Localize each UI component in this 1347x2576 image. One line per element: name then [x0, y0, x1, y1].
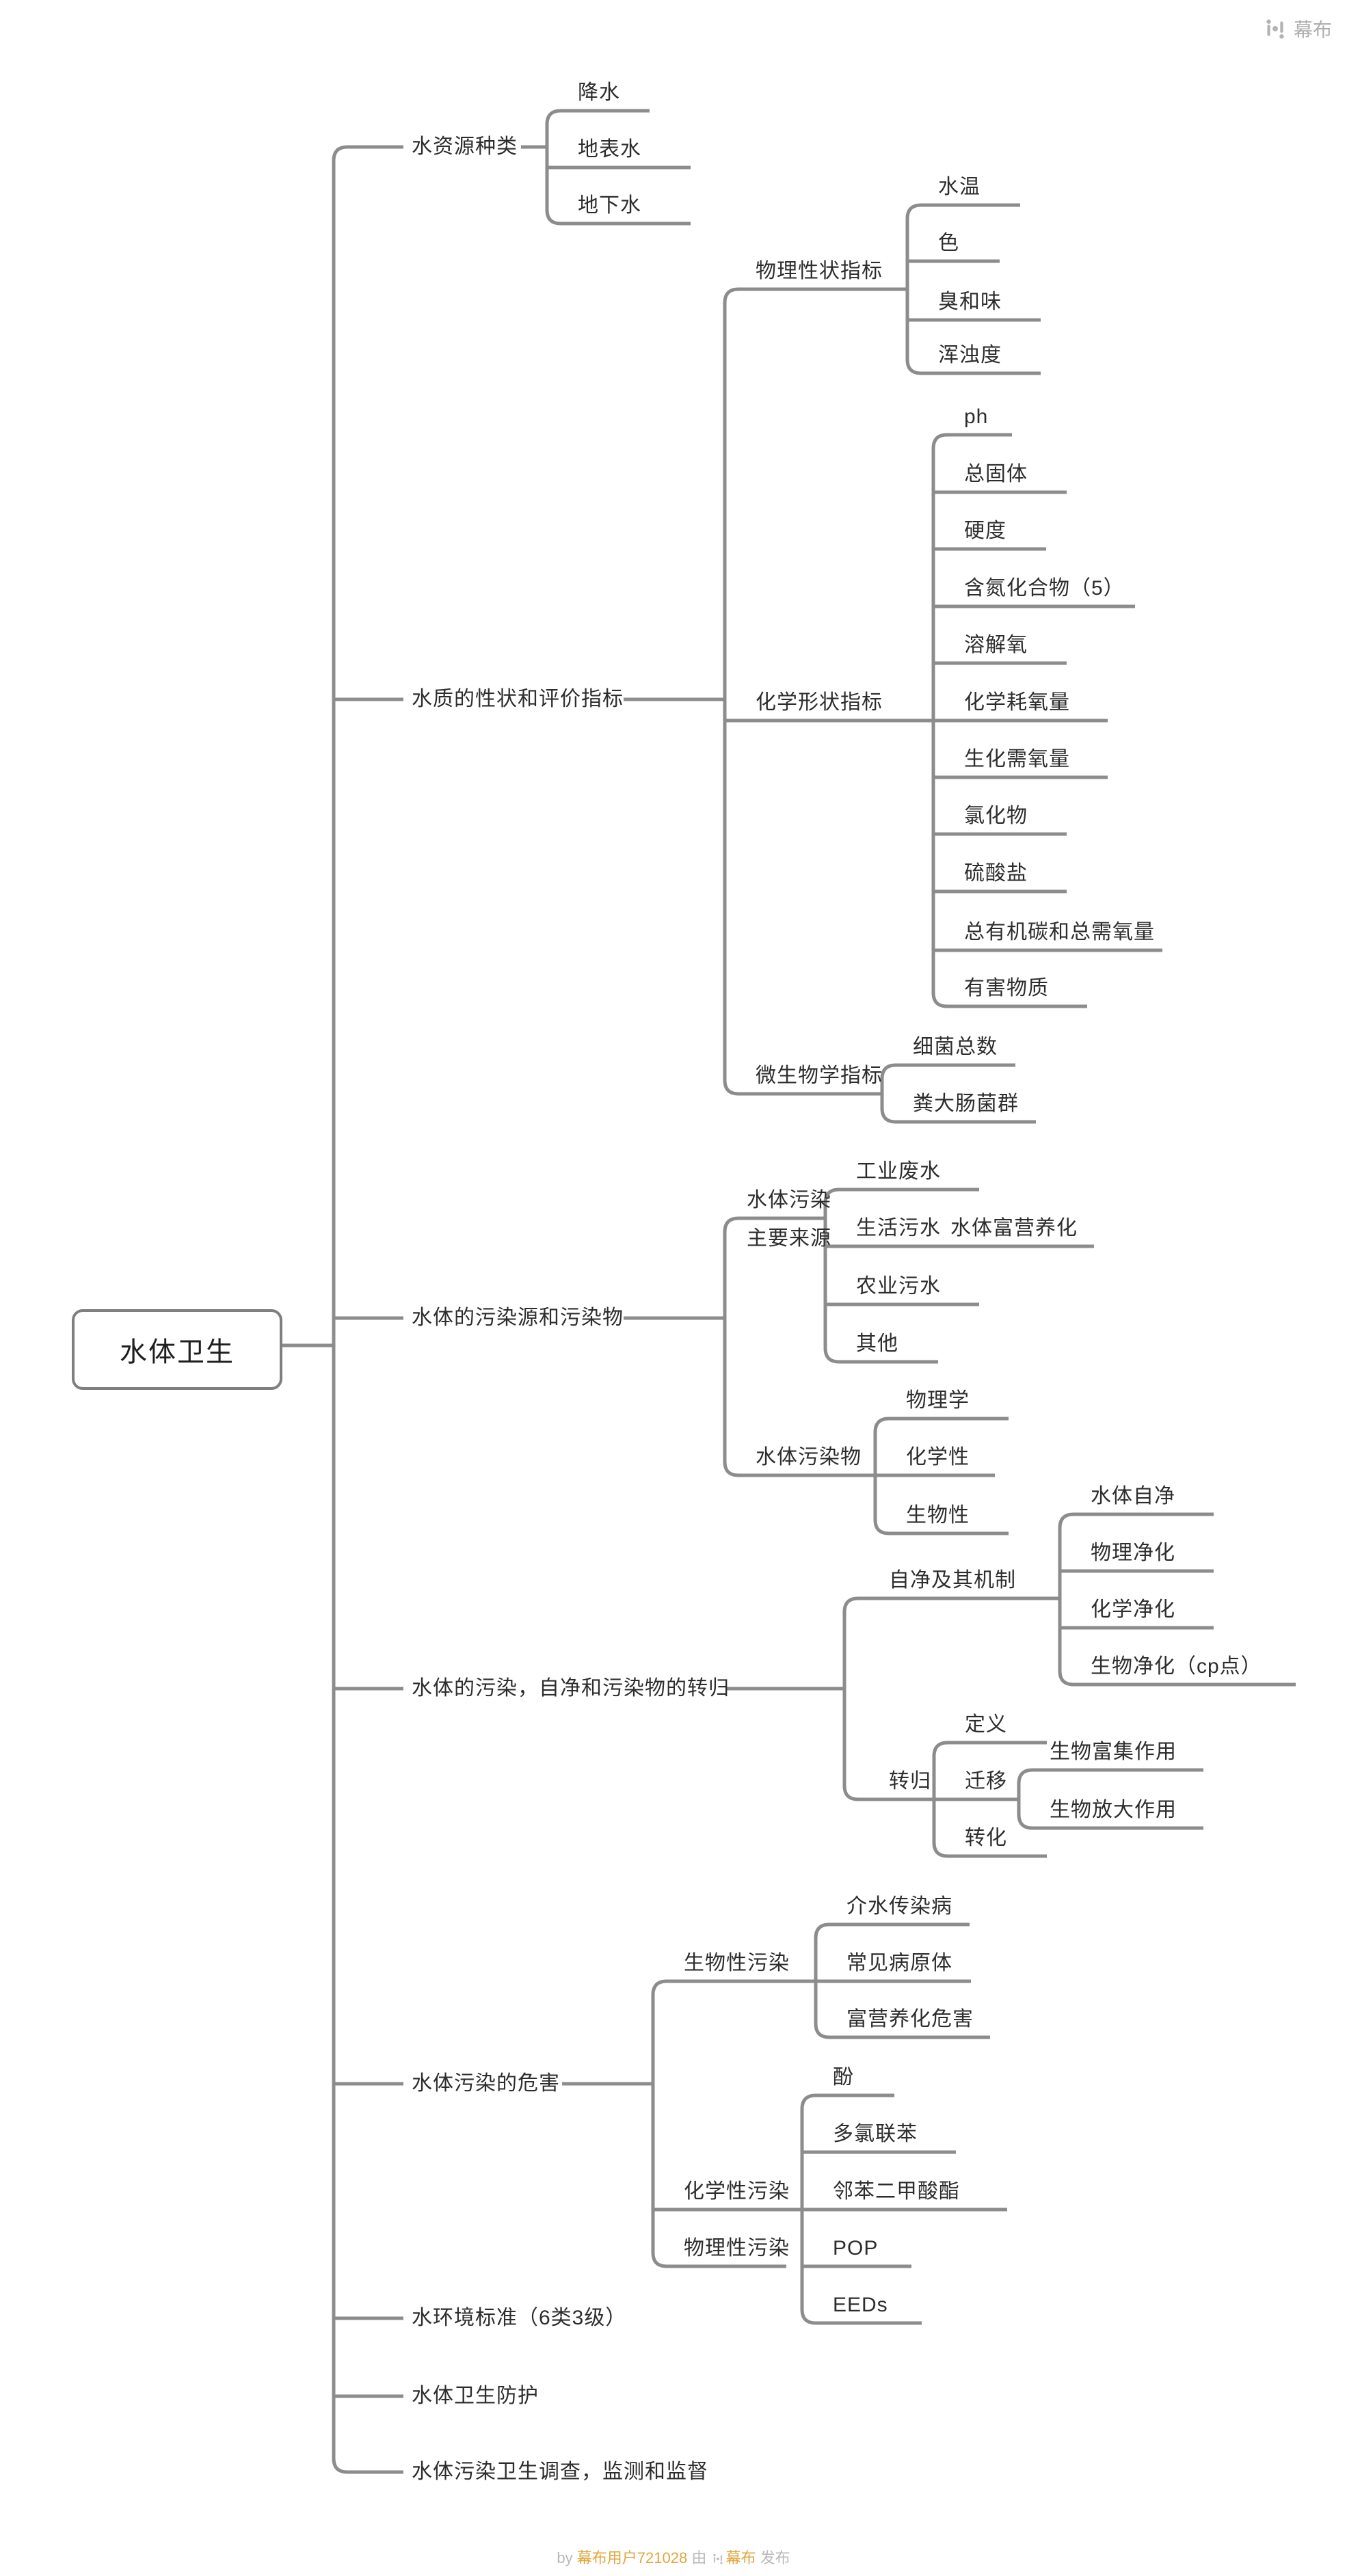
- node-pollution-self-purification-fate[interactable]: 水体的污染，自净和污染物的转归: [412, 1677, 730, 1700]
- node-nitrogen-compounds[interactable]: 含氮化合物（5）: [964, 577, 1125, 600]
- node-ph[interactable]: ph: [964, 405, 989, 428]
- node-self-purification-mechanism[interactable]: 自净及其机制: [889, 1569, 1016, 1592]
- node-pop[interactable]: POP: [833, 2237, 879, 2259]
- node-odor-taste[interactable]: 臭和味: [938, 291, 1002, 313]
- node-chemical-indicators[interactable]: 化学形状指标: [756, 691, 883, 714]
- node-biomagnification[interactable]: 生物放大作用: [1050, 1799, 1177, 1821]
- node-groundwater[interactable]: 地下水: [578, 194, 641, 217]
- node-microbiological-indicators[interactable]: 微生物学指标: [756, 1064, 883, 1087]
- node-toc-tod[interactable]: 总有机碳和总需氧量: [964, 921, 1155, 943]
- node-total-bacteria[interactable]: 细菌总数: [913, 1036, 998, 1058]
- node-eeds[interactable]: EEDs: [833, 2294, 888, 2316]
- node-bioconcentration[interactable]: 生物富集作用: [1050, 1741, 1177, 1763]
- node-pcb[interactable]: 多氯联苯: [833, 2123, 918, 2145]
- node-precipitation[interactable]: 降水: [578, 81, 620, 104]
- node-main-sources-line1[interactable]: 水体污染: [747, 1189, 831, 1211]
- node-surface-water[interactable]: 地表水: [578, 138, 641, 161]
- node-industrial-wastewater[interactable]: 工业废水: [856, 1160, 941, 1183]
- node-bod[interactable]: 生化需氧量: [964, 748, 1070, 770]
- node-other-sources[interactable]: 其他: [856, 1332, 898, 1355]
- node-water-resource-types[interactable]: 水资源种类: [412, 135, 518, 158]
- node-dissolved-oxygen[interactable]: 溶解氧: [964, 634, 1028, 656]
- node-physical-pollution[interactable]: 物理性污染: [684, 2237, 790, 2259]
- node-biological-purification[interactable]: 生物净化（cp点）: [1091, 1655, 1262, 1678]
- node-common-pathogens[interactable]: 常见病原体: [846, 1952, 952, 1974]
- node-sulfates[interactable]: 硫酸盐: [964, 862, 1028, 885]
- footer-middle: 由: [691, 2549, 707, 2566]
- node-eutrophication[interactable]: 水体富营养化: [950, 1217, 1078, 1239]
- footer-prefix: by: [557, 2549, 573, 2566]
- app-brand: 幕布: [1264, 15, 1332, 42]
- node-pollution-hazards[interactable]: 水体污染的危害: [412, 2072, 560, 2095]
- node-water-environment-standards[interactable]: 水环境标准（6类3级）: [412, 2307, 627, 2329]
- node-hardness[interactable]: 硬度: [964, 520, 1006, 542]
- mubu-logo-icon: [1266, 19, 1284, 39]
- node-water-quality-indicators[interactable]: 水质的性状和评价指标: [412, 688, 624, 710]
- node-fate[interactable]: 转归: [889, 1770, 931, 1793]
- node-water-pollutants[interactable]: 水体污染物: [756, 1446, 862, 1468]
- node-biological-pollution[interactable]: 生物性污染: [684, 1952, 790, 1974]
- node-migration[interactable]: 迁移: [965, 1770, 1007, 1793]
- node-fecal-coliform[interactable]: 粪大肠菌群: [913, 1092, 1019, 1115]
- node-water-body-hygiene[interactable]: 水体卫生: [72, 1309, 282, 1390]
- node-cod[interactable]: 化学耗氧量: [964, 691, 1070, 714]
- node-pollution-sources-pollutants[interactable]: 水体的污染源和污染物: [412, 1306, 624, 1329]
- node-physical-purification[interactable]: 物理净化: [1091, 1542, 1175, 1564]
- node-harmful-substances[interactable]: 有害物质: [964, 977, 1049, 999]
- node-pollutant-chemical[interactable]: 化学性: [906, 1446, 970, 1468]
- node-total-solids[interactable]: 总固体: [964, 463, 1028, 485]
- node-water-hygiene-protection[interactable]: 水体卫生防护: [412, 2385, 539, 2407]
- footer-suffix: 发布: [760, 2549, 790, 2566]
- node-eutrophication-hazards[interactable]: 富营养化危害: [846, 2008, 974, 2030]
- node-turbidity[interactable]: 浑浊度: [938, 344, 1002, 366]
- footer-credit: by 幕布用户721028 由 幕布 发布: [0, 2546, 1347, 2568]
- node-pollutant-physical[interactable]: 物理学: [906, 1389, 970, 1412]
- app-brand-label[interactable]: 幕布: [1293, 19, 1332, 40]
- root-label: 水体卫生: [120, 1337, 235, 1367]
- node-phthalates[interactable]: 邻苯二甲酸酯: [833, 2180, 960, 2203]
- node-water-temperature[interactable]: 水温: [938, 176, 981, 198]
- node-definition[interactable]: 定义: [965, 1713, 1007, 1736]
- node-chlorides[interactable]: 氯化物: [964, 805, 1028, 827]
- node-pollutant-biological[interactable]: 生物性: [906, 1504, 970, 1527]
- mubu-logo-icon-small: [713, 2553, 723, 2564]
- node-water-self-purification[interactable]: 水体自净: [1091, 1485, 1175, 1507]
- node-investigation-monitoring-supervision[interactable]: 水体污染卫生调查，监测和监督: [412, 2460, 708, 2483]
- node-chemical-purification[interactable]: 化学净化: [1091, 1598, 1175, 1621]
- node-agricultural-sewage[interactable]: 农业污水: [856, 1275, 941, 1298]
- footer-brand-link[interactable]: 幕布: [725, 2549, 756, 2566]
- node-transformation[interactable]: 转化: [965, 1827, 1007, 1849]
- node-chemical-pollution[interactable]: 化学性污染: [684, 2180, 790, 2203]
- node-waterborne-diseases[interactable]: 介水传染病: [846, 1895, 952, 1918]
- node-color[interactable]: 色: [938, 232, 959, 254]
- node-domestic-sewage[interactable]: 生活污水: [856, 1217, 941, 1239]
- node-phenol[interactable]: 酚: [833, 2066, 854, 2089]
- node-main-sources-line2[interactable]: 主要来源: [747, 1227, 831, 1250]
- footer-user-link[interactable]: 幕布用户721028: [576, 2549, 688, 2566]
- node-physical-indicators[interactable]: 物理性状指标: [756, 260, 883, 282]
